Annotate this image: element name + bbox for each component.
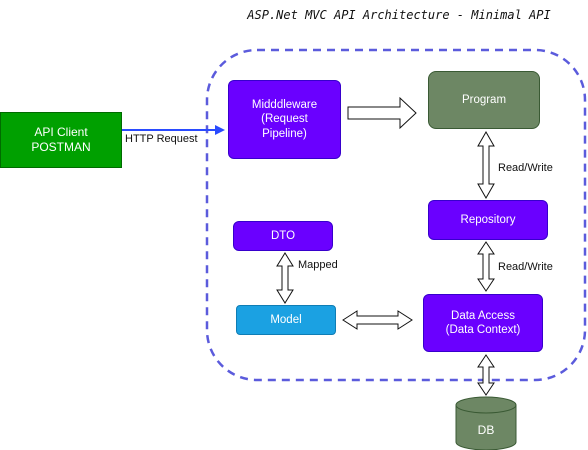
data-access-db-arrow — [477, 354, 495, 396]
model-data-access-arrow — [342, 310, 413, 330]
dto-model-arrow — [276, 252, 294, 304]
dto-node: DTO — [233, 221, 333, 251]
program-repository-label: Read/Write — [498, 162, 553, 174]
repository-node: Repository — [428, 200, 548, 240]
repository-data-access-arrow — [477, 241, 495, 292]
api-client-node: API Client POSTMAN — [0, 112, 122, 168]
diagram-title: ASP.Net MVC API Architecture - Minimal A… — [247, 8, 551, 22]
db-cylinder — [455, 396, 517, 450]
model-node: Model — [236, 305, 336, 335]
repository-data-access-label: Read/Write — [498, 261, 553, 273]
data-access-node: Data Access (Data Context) — [423, 294, 543, 352]
db-label: DB — [477, 423, 495, 437]
api-boundary — [205, 48, 587, 382]
middleware-node: Midddleware (Request Pipeline) — [228, 80, 341, 159]
program-node: Program — [428, 71, 540, 129]
program-repository-arrow — [477, 130, 495, 200]
http-request-arrow — [122, 125, 225, 135]
middleware-to-program-arrow — [347, 96, 417, 130]
http-request-label: HTTP Request — [125, 133, 198, 145]
dto-model-label: Mapped — [298, 259, 338, 271]
